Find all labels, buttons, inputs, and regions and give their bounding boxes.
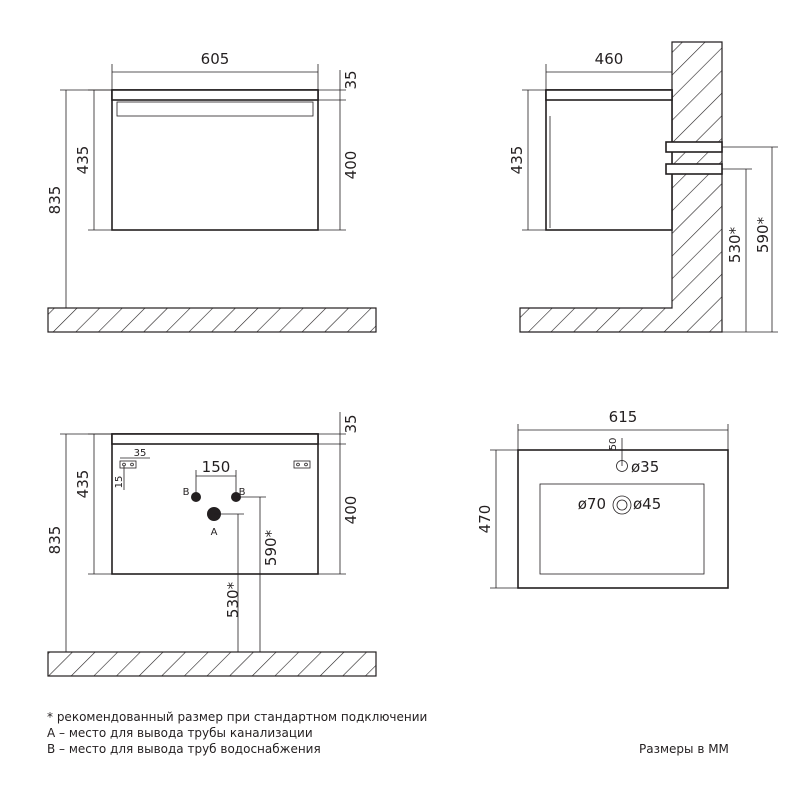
front-floor [47,307,377,333]
side-countertop [545,89,673,101]
back-total-height-label: 835 [46,526,64,555]
top-view: 615 470 50 ø35 ø70 ø45 [476,408,729,589]
back-cabinet [111,433,319,575]
back-countertop [111,433,319,445]
side-pipe-high-label: 590* [754,216,772,253]
top-drain-inner-label: ø45 [633,495,661,513]
back-pipe-high-label: 590* [262,529,280,566]
front-view: 605 35 400 435 835 [46,50,377,333]
back-pipe-low-label: 530* [224,581,242,618]
back-cabinet-height-label: 435 [74,470,92,499]
top-depth-label: 470 [476,505,494,534]
top-basin [539,483,705,575]
back-body-height-label: 400 [342,496,360,525]
side-pipe-lower [665,163,723,175]
back-hole-offset-label: 35 [134,448,147,459]
top-drain-outer-label: ø70 [578,495,606,513]
note-units: Размеры в ММ [639,742,729,756]
side-cabinet-height-label: 435 [508,146,526,175]
front-top-gap-label: 35 [342,70,360,89]
front-total-height-label: 835 [46,186,64,215]
front-countertop [111,89,319,101]
side-wall-floor [519,41,723,333]
front-drawer-handle [116,101,314,117]
front-width-label: 605 [201,50,230,68]
front-cabinet [111,89,319,231]
back-view: 35 15 150 B B A 590* 530* 35 400 [46,412,377,677]
top-drain-outer [612,495,632,515]
back-bracket-left [119,460,137,469]
top-sink-outline [517,449,729,589]
side-pipe-upper [665,141,723,153]
side-view: 460 435 530* 590* [508,41,778,333]
back-floor [47,651,377,677]
note-label-a: А – место для вывода трубы канализации [47,726,313,740]
back-pipe-spacing-label: 150 [202,458,231,476]
side-depth-label: 460 [595,50,624,68]
front-cabinet-height-label: 435 [74,146,92,175]
back-bracket-right [293,460,311,469]
back-label-a: A [211,527,218,538]
top-tap-hole [616,460,628,472]
top-drain-inner [616,499,628,511]
top-tap-offset-label: 50 [608,438,619,451]
back-hole-edge-label: 15 [114,476,125,489]
back-top-gap-label: 35 [342,414,360,433]
side-pipe-low-label: 530* [726,226,744,263]
note-label-b: В – место для вывода труб водоснабжения [47,742,321,756]
back-label-b-right: B [239,487,246,498]
front-body-height-label: 400 [342,151,360,180]
top-width-label: 615 [609,408,638,426]
side-cabinet [545,89,673,231]
note-recommended: * рекомендованный размер при стандартном… [47,710,428,724]
back-label-b-left: B [183,487,190,498]
top-tap-hole-label: ø35 [631,458,659,476]
back-water-pipe-left [191,492,201,502]
